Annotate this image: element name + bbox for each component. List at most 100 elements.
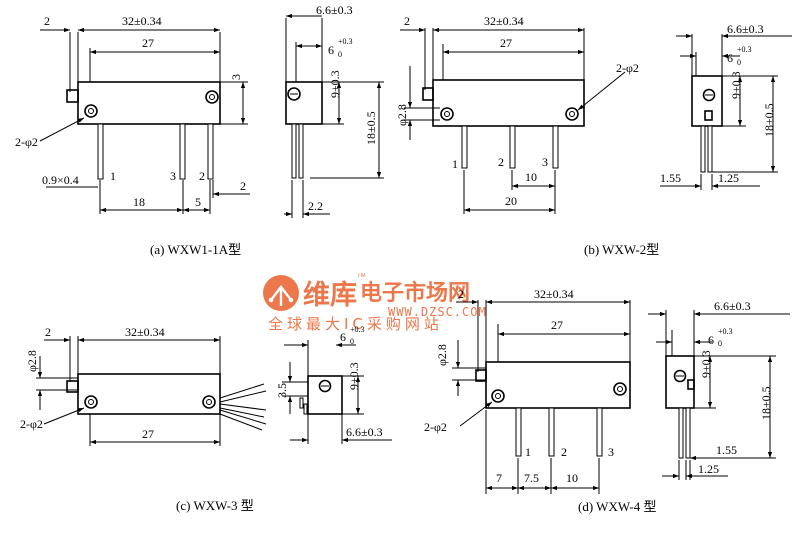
- pin-b-1: [461, 125, 468, 169]
- watermark-url: WWW.DZSC.COM: [388, 305, 487, 319]
- pin-d-2: [548, 407, 555, 457]
- pin-b-2: [509, 125, 516, 169]
- caption-a: (a) WXW1-1A型: [150, 242, 241, 257]
- dim-c-offset: 2: [45, 325, 51, 339]
- dim-a-width: 6.6±0.3: [316, 3, 353, 17]
- hole-b-1: [440, 107, 454, 121]
- side-pin-d-1: [678, 407, 684, 459]
- dim-d-side125: 1.25: [698, 462, 719, 476]
- pin-b-3: [552, 125, 559, 169]
- pin-b-label-3: 3: [542, 155, 548, 169]
- dim-d-pitch10: 10: [566, 471, 578, 485]
- adjust-screw-d: [475, 369, 487, 382]
- dim-c-body: 27: [142, 427, 154, 441]
- dim-a-body: 27: [142, 36, 154, 50]
- pin-a-label-3: 3: [170, 169, 176, 183]
- dim-b-pitch20: 20: [505, 194, 517, 208]
- dim-d-tol-zero: 0: [718, 339, 722, 348]
- dim-d-hole: 2-φ2: [424, 420, 447, 434]
- dim-a-pin-offset: 2: [240, 179, 246, 193]
- pin-d-1: [515, 407, 522, 457]
- dim-d-pitch75: 7.5: [524, 471, 539, 485]
- caption-b: (b) WXW-2型: [584, 242, 659, 257]
- pin-a-1: [97, 123, 104, 180]
- hole-d-1: [491, 389, 505, 403]
- pin-d-label-3: 3: [608, 445, 614, 459]
- dim-a-side22: 2.2: [308, 199, 323, 213]
- pin-b-label-1: 1: [452, 157, 458, 171]
- dim-c-phi: φ2.8: [25, 350, 39, 372]
- watermark-brand: 维库: [303, 280, 357, 311]
- dim-b-hole: 2-φ2: [616, 61, 639, 75]
- side-pin-d-2: [685, 407, 691, 459]
- dim-a-pin: 0.9×0.4: [42, 173, 79, 187]
- dim-d-body: 27: [551, 318, 563, 332]
- side-pin-b-2: [707, 125, 713, 173]
- side-body-b: [691, 75, 723, 127]
- pin-d-label-1: 1: [525, 445, 531, 459]
- pin-a-3: [207, 123, 214, 180]
- adjust-screw-c: [66, 380, 79, 393]
- watermark-slogan: 全球最大IC采购网站: [268, 315, 443, 333]
- dim-c-tol-plus: +0.3: [350, 325, 365, 334]
- adjust-screw-a: [66, 89, 79, 103]
- pin-a-2: [179, 123, 186, 180]
- dim-b-total: 32±0.34: [484, 14, 524, 28]
- dim-b-pitch10: 10: [525, 170, 537, 184]
- side-pin-a-2: [298, 123, 304, 179]
- dim-a-pitch5: 5: [195, 195, 201, 209]
- drawing-a: 2 32±0.34 27 3 2-φ2 1 3 2 0.9×0.4 18 5 2: [15, 3, 384, 218]
- dim-d-offset: 2: [458, 287, 464, 301]
- dim-d-depth: 6: [708, 333, 714, 347]
- side-pin-a-1: [291, 123, 297, 179]
- drawing-d: 2 32±0.34 27 φ2.8 2-φ2 1 2 3 7 7.5 10: [424, 287, 790, 494]
- hole-c-2: [202, 395, 216, 409]
- dim-b-body: 27: [500, 36, 512, 50]
- pin-a-label-1: 1: [110, 169, 116, 183]
- side-screw-d: [673, 369, 687, 383]
- hole-c-1: [84, 395, 98, 409]
- body-b: [432, 79, 585, 127]
- dim-c-depth: 6: [340, 330, 346, 344]
- body-a: [77, 81, 221, 125]
- watermark-tm: TM: [357, 273, 366, 279]
- dim-a-hole: 2-φ2: [15, 135, 38, 149]
- drawing-c: 2 32±0.34 φ2.8 2-φ2 27 6 +0.3 0: [20, 325, 392, 446]
- dim-a-height3: 3: [229, 74, 243, 80]
- watermark: 维库 电子市场网 TM WWW.DZSC.COM 全球最大IC采购网站: [263, 273, 487, 333]
- dim-c-total: 32±0.34: [125, 325, 165, 339]
- dim-a-h9: 9±0.3: [328, 70, 342, 98]
- dim-b-h18: 18±0.5: [762, 103, 776, 137]
- dim-b-side125: 1.25: [718, 171, 739, 185]
- dim-c-hole: 2-φ2: [20, 417, 43, 431]
- body-c: [77, 373, 221, 415]
- side-screw-a: [287, 87, 301, 101]
- dim-b-tol-zero: 0: [737, 58, 741, 67]
- pin-b-label-2: 2: [498, 155, 504, 169]
- dim-b-tol-plus: +0.3: [737, 45, 752, 54]
- dim-c-h9: 9±0.3: [347, 362, 361, 390]
- side-screw-c: [318, 379, 332, 393]
- dim-c-h35: 3.5: [275, 383, 289, 398]
- caption-d: (d) WXW-4 型: [578, 499, 656, 514]
- side-screw-b: [702, 88, 716, 102]
- pin-a-label-2: 2: [199, 169, 205, 183]
- dim-b-phi: φ2.8: [395, 104, 409, 126]
- dim-d-phi: φ2.8: [435, 344, 449, 366]
- adjust-screw-b: [422, 87, 434, 101]
- dim-d-pitch7: 7: [496, 471, 502, 485]
- dim-c-width: 6.6±0.3: [346, 425, 383, 439]
- dim-a-offset: 2: [44, 14, 50, 28]
- dim-b-width: 6.6±0.3: [727, 22, 764, 36]
- dim-a-depth: 6: [328, 43, 334, 57]
- pin-d-label-2: 2: [561, 445, 567, 459]
- hole-b-2: [565, 107, 579, 121]
- dim-a-h18: 18±0.5: [364, 111, 378, 145]
- dim-b-side155: 1.55: [660, 171, 681, 185]
- dim-d-side155: 1.55: [716, 443, 737, 457]
- dim-b-offset: 2: [404, 14, 410, 28]
- watermark-tagline: 电子市场网: [360, 280, 470, 306]
- side-body-c: [307, 375, 343, 415]
- watermark-logo-icon: [263, 275, 299, 311]
